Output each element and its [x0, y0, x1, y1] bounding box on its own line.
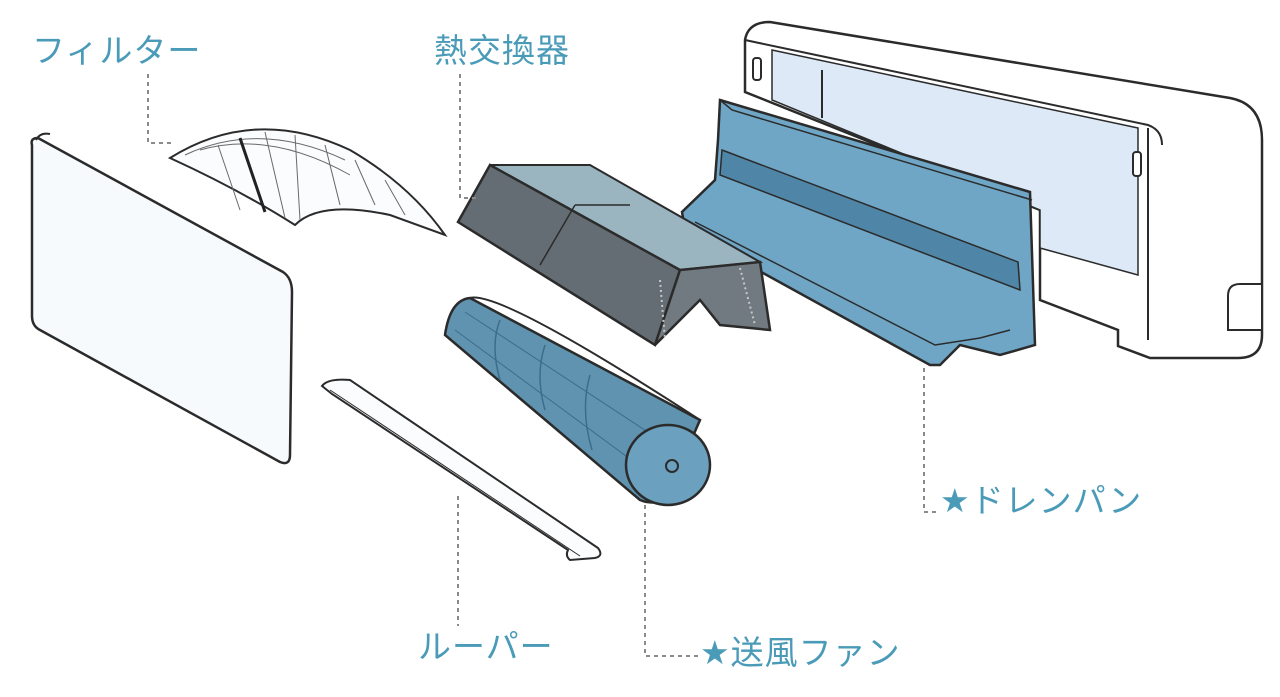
leader-line-filter — [147, 74, 172, 144]
label-louver: ルーパー — [418, 627, 554, 666]
leader-lines — [147, 74, 938, 657]
louver — [320, 378, 602, 562]
label-heat-exchanger: 熱交換器 — [434, 31, 570, 70]
label-fan: ★送風ファン — [700, 633, 901, 672]
leader-line-drain-pan — [923, 368, 938, 513]
fan — [443, 296, 712, 507]
front-panel — [30, 132, 294, 465]
drain-pan — [680, 98, 1037, 367]
heat-exchanger — [456, 163, 772, 347]
label-filter: フィルター — [32, 31, 202, 70]
leader-line-fan — [644, 505, 700, 657]
leader-line-heat-exchanger — [459, 74, 476, 199]
label-drain-pan: ★ドレンパン — [940, 481, 1143, 520]
filter — [167, 128, 448, 238]
